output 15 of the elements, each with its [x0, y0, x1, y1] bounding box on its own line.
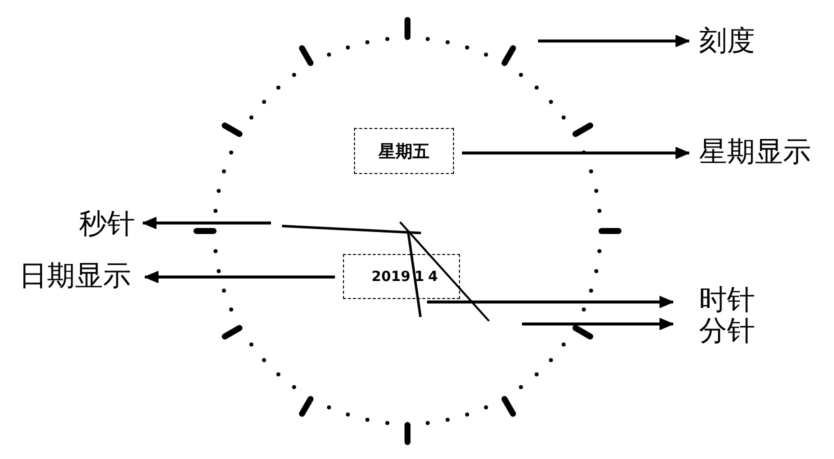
display-box: 星期五 — [354, 128, 454, 174]
arrow — [462, 147, 690, 159]
callout-label: 星期显示 — [699, 138, 811, 166]
display-box: 2019 1 4 — [343, 254, 460, 299]
callout-label: 刻度 — [699, 27, 755, 55]
arrow — [144, 271, 335, 283]
second-hand — [281, 225, 422, 234]
arrow — [538, 35, 690, 47]
callout-label: 日期显示 — [19, 262, 131, 290]
callout-label: 时针 — [699, 286, 755, 314]
arrow — [142, 217, 271, 229]
callout-label: 秒针 — [79, 210, 135, 238]
callout-label: 分针 — [699, 317, 755, 345]
arrow — [427, 296, 674, 308]
arrow — [522, 318, 674, 330]
